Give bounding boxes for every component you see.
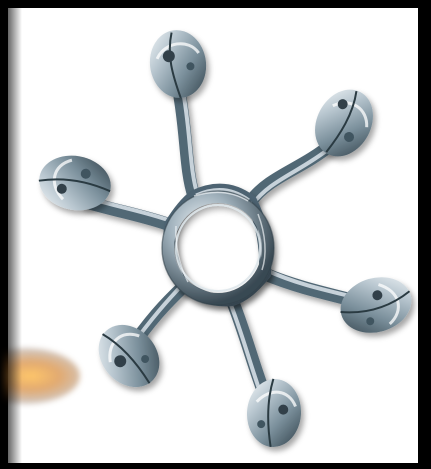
image-panel bbox=[8, 8, 418, 463]
capsule-head-icon bbox=[246, 378, 302, 448]
spoke-icon bbox=[171, 79, 201, 203]
capsule-head-icon bbox=[315, 89, 373, 157]
capsule-head-icon bbox=[149, 30, 207, 99]
capsule-head-icon bbox=[340, 277, 412, 333]
spoke-icon bbox=[250, 146, 332, 207]
molecular-ring-icon bbox=[162, 191, 274, 305]
spoke-icon bbox=[180, 84, 200, 198]
left-shadow-edge bbox=[0, 0, 22, 469]
capsule-head-icon bbox=[38, 155, 111, 211]
capsule-heads bbox=[38, 30, 412, 448]
central-ring bbox=[161, 190, 275, 306]
capsule-head-icon bbox=[98, 324, 160, 388]
spoke-icon bbox=[79, 195, 177, 232]
metal-highlights bbox=[175, 191, 266, 283]
